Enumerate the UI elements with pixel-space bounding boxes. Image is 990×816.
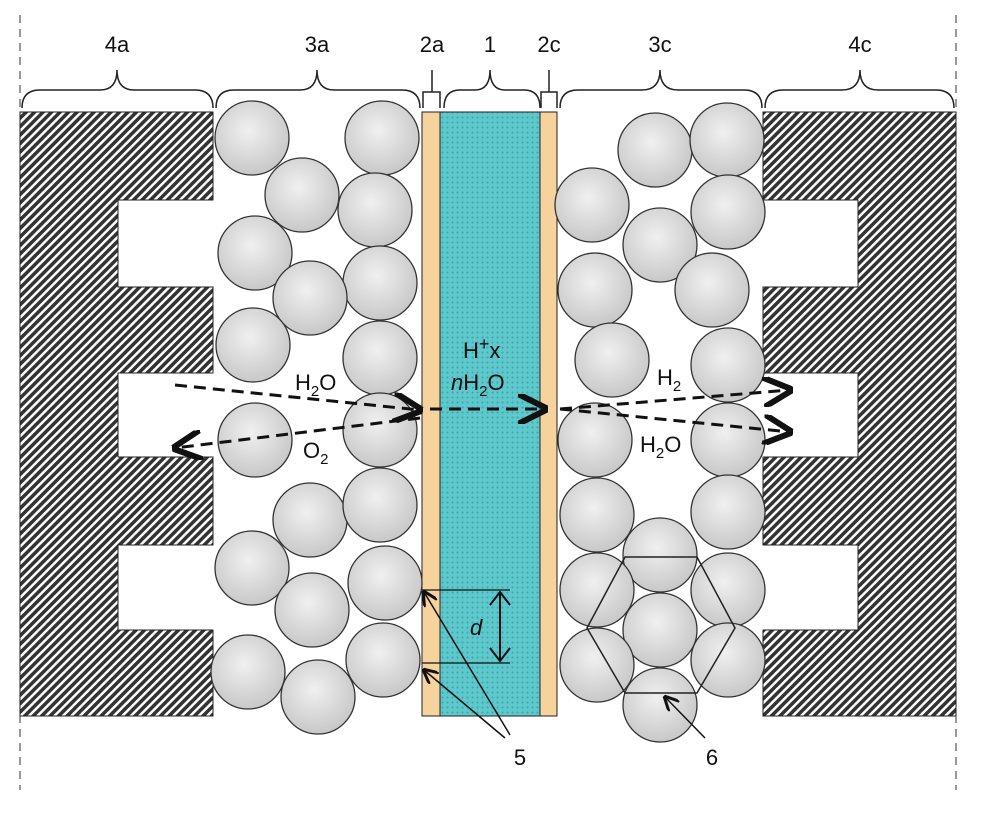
- label-h2o-cathode: H2O: [640, 432, 681, 462]
- label-3a: 3a: [305, 32, 330, 57]
- particle: [217, 215, 293, 291]
- callout-5: 5: [514, 745, 526, 770]
- particle: [557, 402, 633, 478]
- particle: [690, 174, 766, 250]
- callout-lines: [424, 592, 706, 739]
- label-3c: 3c: [648, 32, 671, 57]
- transport-arrows: [175, 385, 790, 448]
- hydrogen-out-arrow: [559, 390, 790, 411]
- particle: [347, 545, 423, 621]
- particle: [690, 402, 766, 478]
- label-proton: H+x: [463, 334, 500, 363]
- particle: [280, 659, 356, 735]
- particle: [559, 627, 635, 703]
- label-h2: H2: [657, 365, 681, 395]
- particle: [622, 517, 698, 593]
- label-4c: 4c: [848, 32, 871, 57]
- particle: [217, 402, 293, 478]
- particle: [622, 207, 698, 283]
- hexagonal-packing-cell: [586, 556, 736, 694]
- particle: [345, 622, 421, 698]
- particle: [337, 172, 413, 248]
- particle: [690, 474, 766, 550]
- cathode-flow-plate: [762, 111, 957, 717]
- particle: [574, 322, 650, 398]
- label-h2o-anode: H2O: [295, 370, 336, 400]
- label-2c: 2c: [537, 32, 560, 57]
- region-braces: [21, 69, 955, 109]
- particle: [342, 320, 418, 396]
- label-2a: 2a: [420, 32, 445, 57]
- particle: [622, 667, 698, 743]
- anode-catalyst-layer: [421, 111, 441, 717]
- label-o2: O2: [303, 438, 328, 468]
- particle: [557, 252, 633, 328]
- particle: [272, 482, 348, 558]
- callout-6: 6: [706, 745, 718, 770]
- membrane: [439, 111, 541, 717]
- particle: [559, 477, 635, 553]
- particle: [274, 572, 350, 648]
- water-out-arrow: [559, 407, 790, 432]
- particle: [272, 260, 348, 336]
- particle: [342, 467, 418, 543]
- particle: [690, 327, 766, 403]
- particle: [214, 100, 290, 176]
- oxygen-out-arrow: [175, 416, 421, 448]
- particle: [554, 167, 630, 243]
- particle: [622, 592, 698, 668]
- anode-flow-plate: [19, 111, 214, 717]
- water-in-arrow: [174, 383, 420, 410]
- label-d: d: [470, 615, 483, 640]
- particle: [617, 112, 693, 188]
- particle: [214, 530, 290, 606]
- label-nh2o: nH2O: [451, 370, 505, 400]
- gas-diffusion-particles: [210, 100, 766, 743]
- label-4a: 4a: [105, 32, 130, 57]
- particle: [342, 245, 418, 321]
- particle: [689, 102, 765, 178]
- particle: [215, 307, 291, 383]
- label-1: 1: [484, 32, 496, 57]
- particle: [264, 157, 340, 233]
- particle: [344, 100, 420, 176]
- particle: [559, 552, 635, 628]
- particle: [210, 634, 286, 710]
- particle: [674, 252, 750, 328]
- particle: [690, 622, 766, 698]
